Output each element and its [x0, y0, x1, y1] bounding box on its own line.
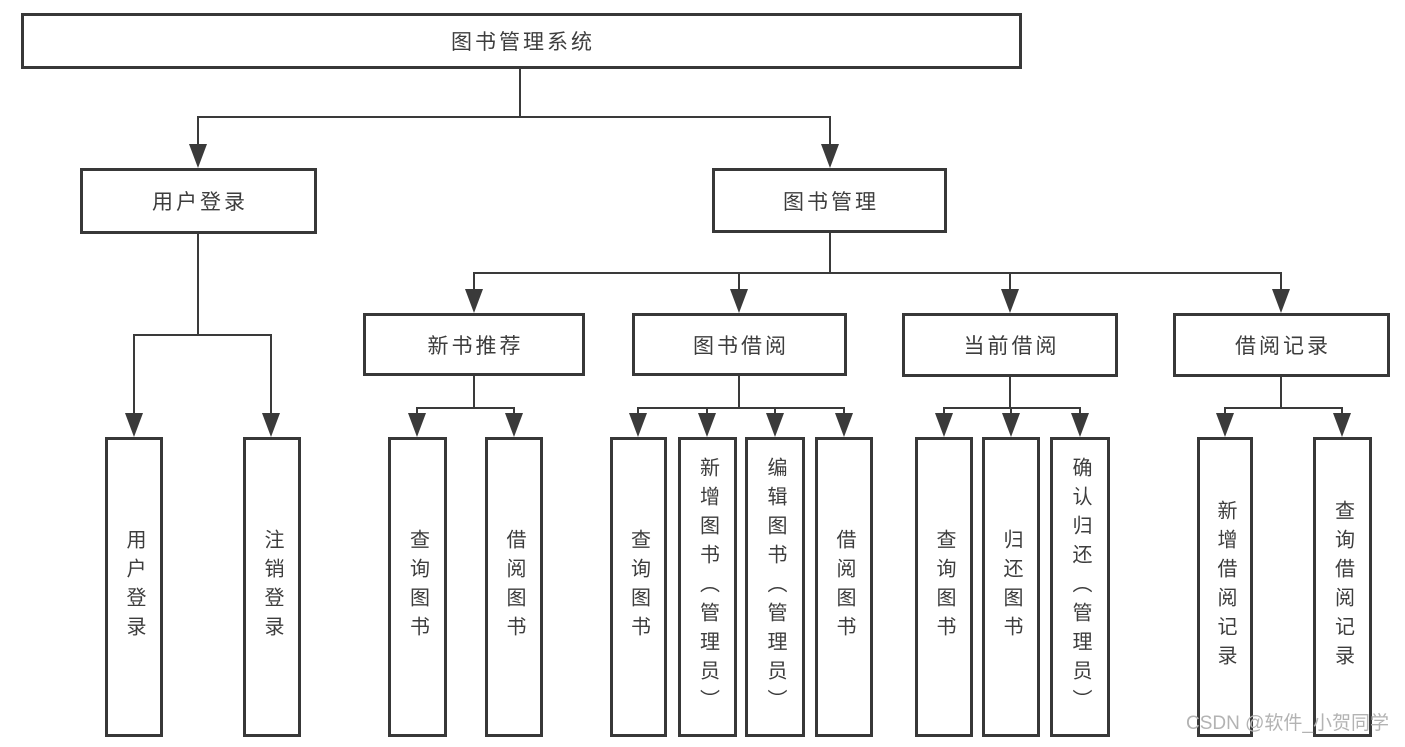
connector-line	[519, 68, 521, 117]
arrow-down-icon	[125, 413, 143, 437]
connector-line	[1009, 377, 1011, 409]
leaf-label: 确认归还（管理员）	[1069, 456, 1091, 718]
connector-line	[197, 234, 199, 336]
arrow-down-icon	[698, 413, 716, 437]
connector-line	[133, 334, 272, 336]
arrow-down-icon	[189, 144, 207, 168]
node-user-login: 用户登录	[80, 168, 317, 234]
node-book-management: 图书管理	[712, 168, 947, 233]
leaf-label: 借阅图书	[833, 529, 855, 645]
connector-line	[197, 116, 831, 118]
arrow-down-icon	[505, 413, 523, 437]
leaf-edit-book-admin: 编辑图书（管理员）	[745, 437, 805, 737]
leaf-label: 新增借阅记录	[1214, 500, 1236, 674]
leaf-label: 查询图书	[406, 529, 429, 645]
node-library-management-system: 图书管理系统	[21, 13, 1022, 69]
arrow-down-icon	[1071, 413, 1089, 437]
connector-line	[637, 407, 845, 409]
connector-line	[829, 233, 831, 274]
node-label: 新书推荐	[427, 334, 524, 358]
connector-line	[943, 407, 1081, 409]
leaf-query-borrow-record: 查询借阅记录	[1313, 437, 1372, 737]
connector-line	[1224, 407, 1343, 409]
arrow-down-icon	[1002, 413, 1020, 437]
leaf-label: 查询图书	[933, 529, 955, 645]
arrow-down-icon	[1272, 289, 1290, 313]
node-label: 图书借阅	[693, 334, 789, 358]
node-label: 借阅记录	[1235, 335, 1331, 358]
node-current-borrow: 当前借阅	[902, 313, 1118, 377]
arrow-down-icon	[766, 413, 784, 437]
arrow-down-icon	[821, 144, 839, 168]
node-book-borrow: 图书借阅	[632, 313, 847, 376]
leaf-label: 查询借阅记录	[1331, 500, 1354, 674]
arrow-down-icon	[1216, 413, 1234, 437]
node-borrow-records: 借阅记录	[1173, 313, 1390, 377]
leaf-query-books-current: 查询图书	[915, 437, 973, 737]
csdn-watermark: CSDN @软件_小贺同学	[1186, 713, 1389, 734]
node-label: 当前借阅	[963, 335, 1060, 358]
connector-line	[1009, 273, 1011, 295]
leaf-query-books-borrow: 查询图书	[610, 437, 667, 737]
leaf-add-book-admin: 新增图书（管理员）	[678, 437, 737, 737]
leaf-borrow-books: 借阅图书	[815, 437, 873, 737]
connector-line	[473, 376, 475, 409]
node-label: 用户登录	[152, 191, 248, 214]
leaf-label: 归还图书	[1000, 529, 1022, 645]
leaf-label: 注销登录	[261, 529, 283, 645]
arrow-down-icon	[1333, 413, 1351, 437]
connector-line	[473, 273, 475, 295]
arrow-down-icon	[408, 413, 426, 437]
node-label: 图书管理	[783, 190, 879, 214]
leaf-label: 用户登录	[123, 529, 145, 645]
leaf-confirm-return-admin: 确认归还（管理员）	[1050, 437, 1110, 737]
connector-line	[1280, 377, 1282, 409]
connector-line	[197, 117, 199, 152]
connector-line	[829, 117, 831, 152]
connector-line	[1280, 273, 1282, 295]
leaf-label: 借阅图书	[503, 529, 525, 645]
node-new-book-recommend: 新书推荐	[363, 313, 585, 376]
leaf-borrow-books-recommend: 借阅图书	[485, 437, 543, 737]
connector-line	[473, 272, 1282, 274]
connector-line	[133, 335, 135, 419]
connector-line	[416, 407, 515, 409]
leaf-label: 新增图书（管理员）	[696, 456, 719, 718]
leaf-query-books-recommend: 查询图书	[388, 437, 447, 737]
connector-line	[738, 376, 740, 409]
connector-line	[270, 335, 272, 419]
arrow-down-icon	[1001, 289, 1019, 313]
leaf-logout: 注销登录	[243, 437, 301, 737]
leaf-label: 编辑图书（管理员）	[764, 456, 786, 718]
connector-line	[738, 273, 740, 295]
leaf-user-login: 用户登录	[105, 437, 163, 737]
arrow-down-icon	[730, 289, 748, 313]
node-label: 图书管理系统	[451, 31, 595, 54]
arrow-down-icon	[629, 413, 647, 437]
arrow-down-icon	[262, 413, 280, 437]
arrow-down-icon	[835, 413, 853, 437]
arrow-down-icon	[935, 413, 953, 437]
arrow-down-icon	[465, 289, 483, 313]
leaf-label: 查询图书	[627, 529, 650, 645]
leaf-return-books: 归还图书	[982, 437, 1040, 737]
leaf-add-borrow-record: 新增借阅记录	[1197, 437, 1253, 737]
